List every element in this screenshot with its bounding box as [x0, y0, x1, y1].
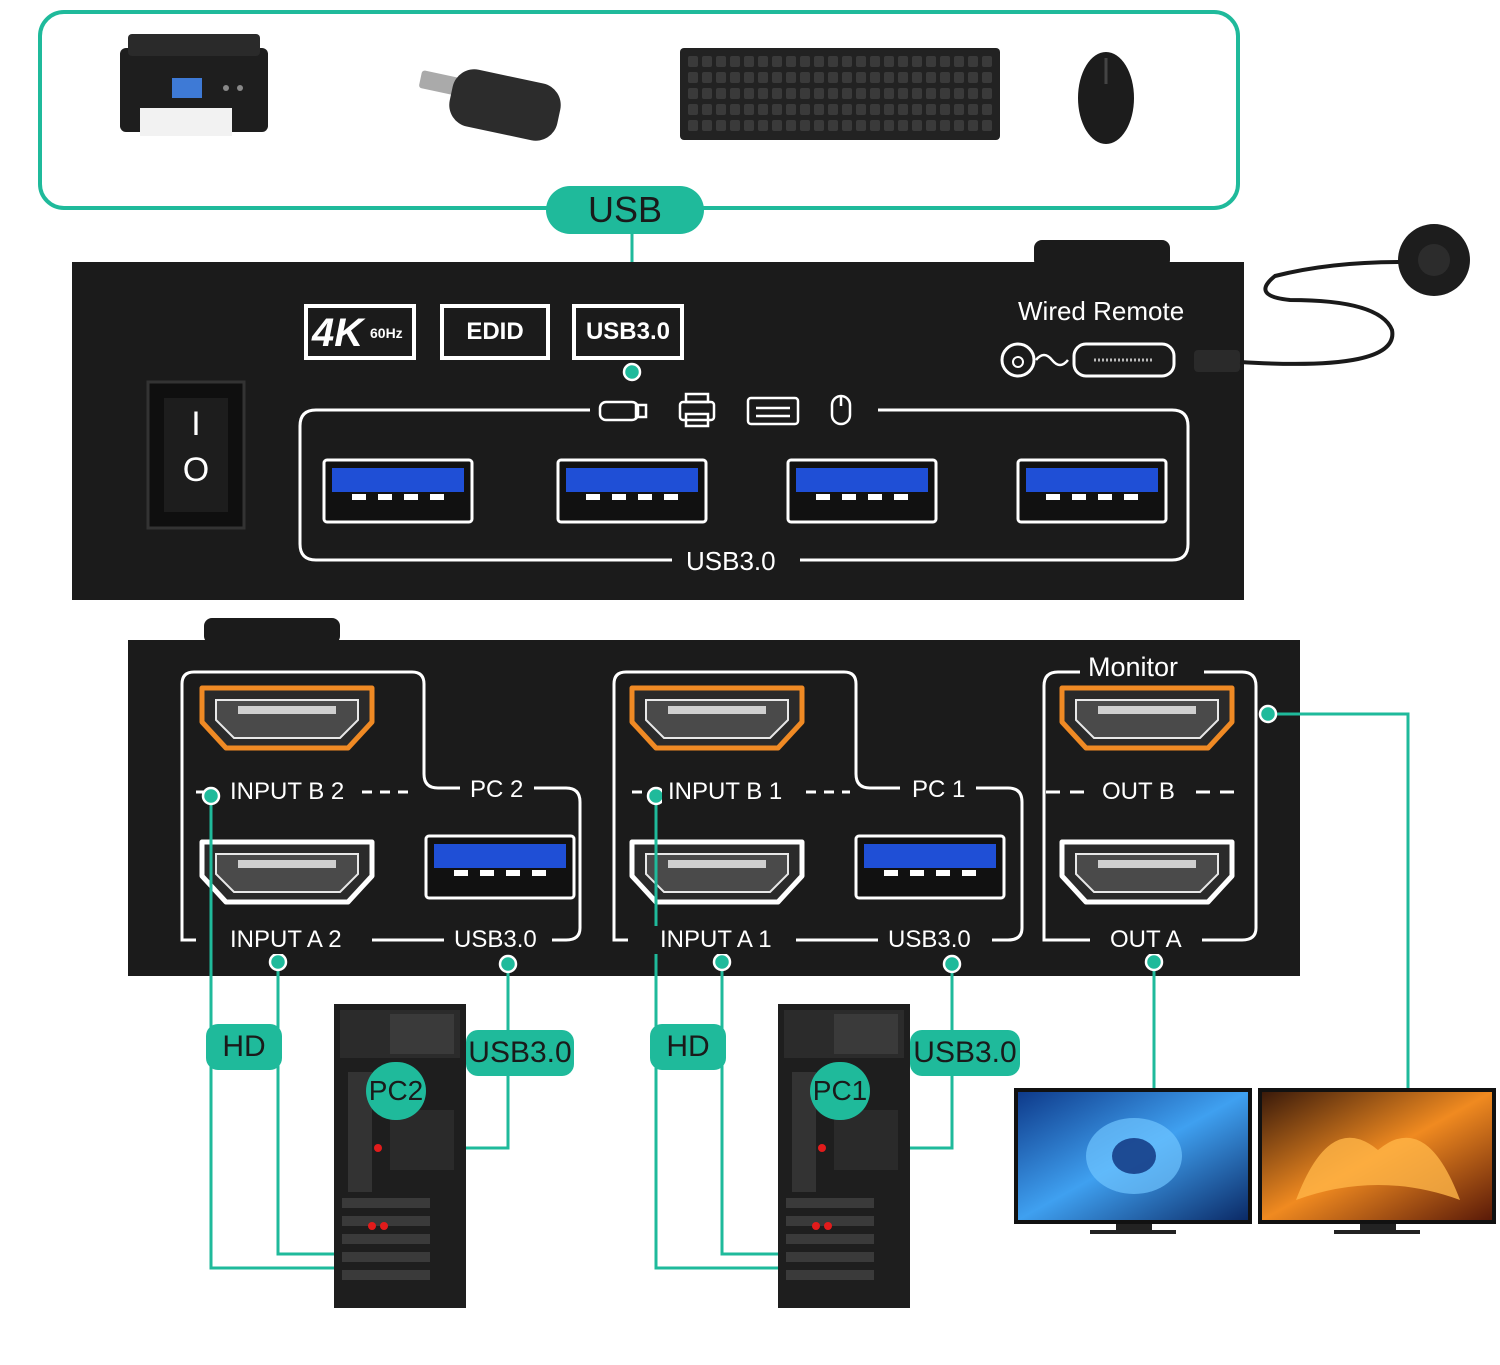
pc-tower-icon — [334, 1004, 466, 1308]
front-knob — [1034, 240, 1170, 268]
input-b1-label: INPUT B 1 — [662, 778, 789, 806]
4k-60hz-badge: 4K 60Hz — [304, 304, 416, 360]
pc1-port-label: PC 1 — [906, 776, 972, 804]
printer-small-icon — [678, 392, 716, 428]
switch-off-mark: O — [182, 451, 210, 489]
pc-tower-icon — [778, 1004, 910, 1308]
front-usb-port-4[interactable] — [1016, 458, 1168, 524]
input-a1-label: INPUT A 1 — [654, 926, 778, 954]
keyboard-icon — [680, 48, 1000, 140]
hd-tag-right: HD — [650, 1024, 726, 1070]
rear-group-outlines — [180, 670, 1258, 942]
hdmi-ports — [199, 685, 1235, 905]
rear-usb-ports — [424, 834, 1006, 900]
front-usb-port-2[interactable] — [556, 458, 708, 524]
rear-knob — [204, 618, 340, 644]
usb-pill: USB — [546, 186, 704, 234]
printer-icon — [120, 34, 268, 136]
60hz-text: 60Hz — [370, 325, 403, 341]
usb-group-outline — [298, 408, 1190, 562]
front-usb-port-3[interactable] — [786, 458, 938, 524]
usb-pill-label: USB — [587, 189, 663, 230]
usb30-tag-left: USB3.0 — [466, 1030, 574, 1076]
hdmi-port-input-b1[interactable] — [629, 685, 805, 751]
front-usb-ports — [322, 458, 1168, 524]
hd-tag-left-text: HD — [222, 1030, 266, 1063]
pc2-tag-text: PC2 — [368, 1075, 424, 1106]
hdmi-port-input-b2[interactable] — [199, 685, 375, 751]
monitor-icon — [1014, 1088, 1252, 1234]
out-a-label: OUT A — [1104, 926, 1188, 954]
pc-towers — [334, 1004, 910, 1308]
hd-tag-left: HD — [206, 1024, 282, 1070]
usb30-badge: USB3.0 — [572, 304, 684, 360]
hdmi-port-input-a2[interactable] — [199, 839, 375, 905]
rear-usb-port-pc2[interactable] — [424, 834, 576, 900]
pc1-tag-text: PC1 — [812, 1075, 868, 1106]
hdmi-port-input-a1[interactable] — [629, 839, 805, 905]
usb30-badge-text: USB3.0 — [585, 318, 671, 345]
input-b2-label: INPUT B 2 — [224, 778, 351, 806]
4k-text: 4K — [312, 311, 364, 355]
rear-usb-port-pc1[interactable] — [854, 834, 1006, 900]
mouse-icon — [1078, 52, 1134, 144]
pc2-port-label: PC 2 — [464, 776, 530, 804]
pc2-tag: PC2 — [366, 1062, 426, 1120]
monitor-icon — [1258, 1088, 1496, 1234]
input-a2-label: INPUT A 2 — [224, 926, 348, 954]
edid-badge: EDID — [440, 304, 550, 360]
out-b-label: OUT B — [1096, 778, 1181, 806]
usb30-tag-right: USB3.0 — [910, 1030, 1020, 1076]
front-usb30-label: USB3.0 — [686, 546, 776, 576]
usb30-pc1-port-label: USB3.0 — [882, 926, 977, 954]
hdmi-port-out-a[interactable] — [1059, 839, 1235, 905]
pc1-tag: PC1 — [810, 1062, 870, 1120]
hd-tag-right-text: HD — [666, 1030, 710, 1063]
hdmi-port-out-b[interactable] — [1059, 685, 1235, 751]
wired-remote-cable — [1194, 224, 1470, 372]
usb30-tag-right-text: USB3.0 — [913, 1036, 1017, 1069]
usb30-pc2-port-label: USB3.0 — [448, 926, 543, 954]
wired-remote-label: Wired Remote — [1018, 296, 1185, 326]
usb-dongle-icon — [419, 69, 561, 141]
switch-on-mark: I — [191, 405, 201, 443]
keyboard-small-icon — [746, 396, 800, 426]
wired-remote-port[interactable] — [1000, 342, 1176, 378]
connection-dots — [201, 362, 1278, 974]
power-switch[interactable] — [146, 380, 246, 530]
front-usb-port-1[interactable] — [322, 458, 474, 524]
monitor-label: Monitor — [1088, 652, 1179, 682]
usb30-tag-left-text: USB3.0 — [468, 1036, 572, 1069]
usb-dongle-small-icon — [598, 400, 648, 422]
mouse-small-icon — [830, 394, 852, 426]
edid-text: EDID — [466, 318, 524, 345]
